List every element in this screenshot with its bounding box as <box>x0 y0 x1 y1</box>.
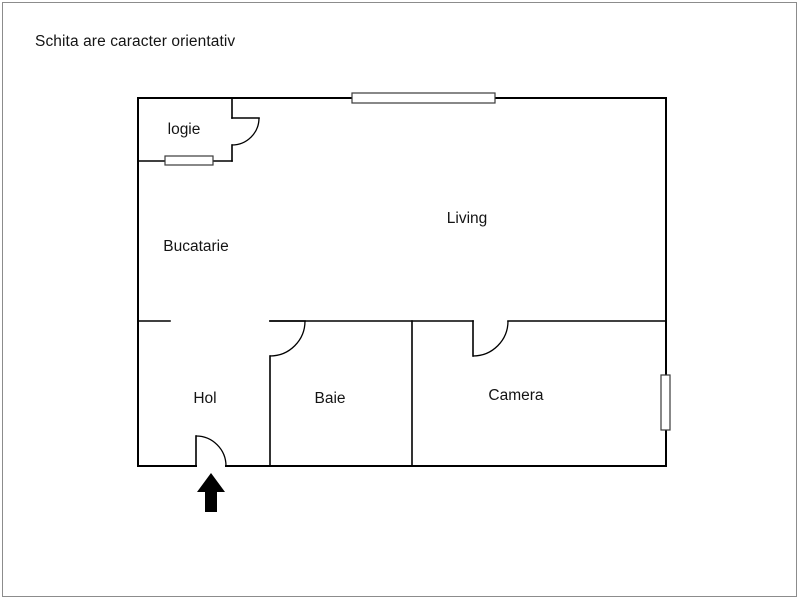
room-label-living: Living <box>447 210 488 227</box>
entrance-door <box>195 435 227 467</box>
entrance-arrow <box>197 473 225 512</box>
camera-door <box>472 320 509 357</box>
bucatarie-window-left <box>164 155 214 166</box>
entrance-door-arc <box>195 435 227 467</box>
room-labels: logie Living Bucatarie Hol Baie Camera <box>163 121 544 407</box>
room-label-bucatarie: Bucatarie <box>163 238 228 255</box>
baie-door-arc <box>269 320 306 357</box>
camera-door-arc <box>472 320 509 357</box>
room-label-hol: Hol <box>193 390 216 407</box>
page-title: Schita are caracter orientativ <box>35 33 236 50</box>
camera-window-right <box>660 374 671 431</box>
windows <box>164 92 671 431</box>
entrance-arrow-glyph <box>197 473 225 512</box>
room-label-camera: Camera <box>488 387 544 404</box>
living-window-top <box>351 92 496 104</box>
baie-door <box>269 320 306 357</box>
interior-walls <box>137 97 667 467</box>
room-label-logie: logie <box>168 121 201 138</box>
room-label-baie: Baie <box>314 390 345 407</box>
outer-walls <box>137 97 667 467</box>
doors <box>195 117 509 467</box>
logie-door-arc <box>231 117 260 146</box>
logie-door <box>231 117 260 146</box>
